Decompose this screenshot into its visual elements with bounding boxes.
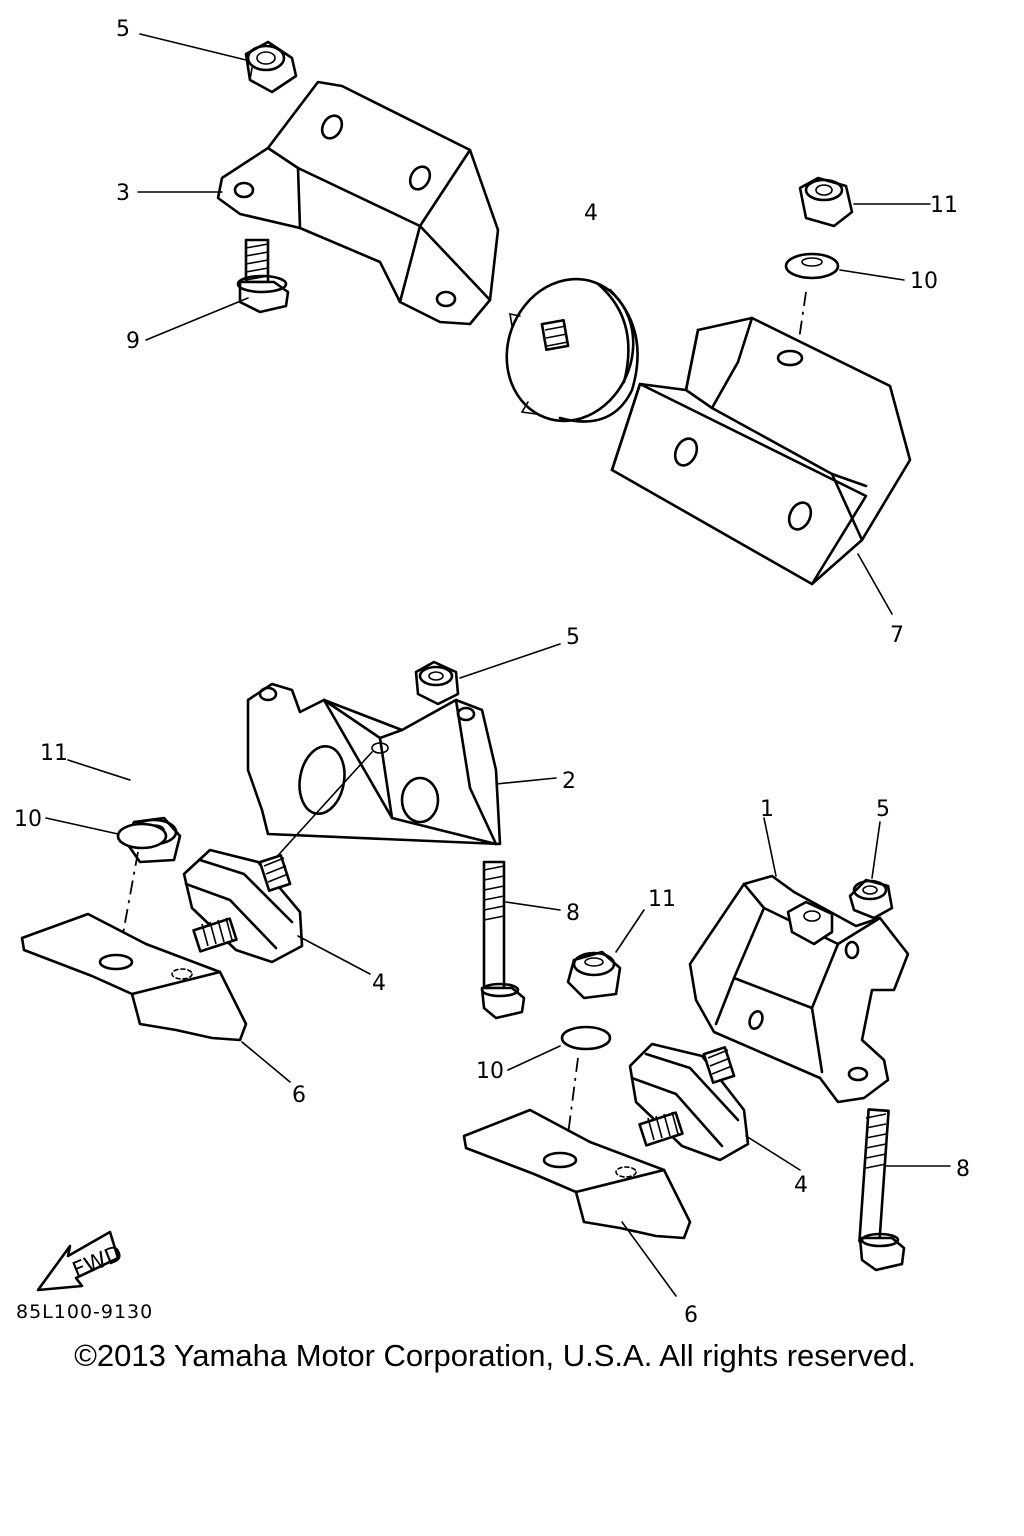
callout-5-right: 5 <box>876 797 890 822</box>
callout-8-mid: 8 <box>566 901 580 926</box>
callout-4-right: 4 <box>794 1173 808 1198</box>
part-10-washer-left <box>116 822 168 850</box>
callout-10-right: 10 <box>476 1059 504 1084</box>
part-2-centre-bracket <box>246 682 502 846</box>
part-1-right-bracket <box>688 874 910 1104</box>
copyright-notice: ©2013 Yamaha Motor Corporation, U.S.A. A… <box>74 1338 916 1373</box>
callout-1: 1 <box>760 797 774 822</box>
part-5-nut-top <box>244 40 298 94</box>
part-5-nut-right <box>848 878 894 920</box>
callout-5-top: 5 <box>116 17 130 42</box>
callout-8-right: 8 <box>956 1157 970 1182</box>
part-4-damper-right <box>628 1042 750 1162</box>
part-5-nut-mid <box>414 660 460 706</box>
callout-10-left: 10 <box>14 807 42 832</box>
callout-4-top: 4 <box>584 201 598 226</box>
fwd-arrow-icon: FWD <box>36 1230 126 1292</box>
part-7-channel-bracket <box>610 316 912 586</box>
callout-4-left: 4 <box>372 971 386 996</box>
part-4-damper-top <box>505 277 639 423</box>
callout-9: 9 <box>126 329 140 354</box>
callout-6-right: 6 <box>684 1303 698 1328</box>
callout-11-left: 11 <box>40 741 68 766</box>
callout-7: 7 <box>890 623 904 648</box>
callout-3: 3 <box>116 181 130 206</box>
callout-11-right: 11 <box>648 887 676 912</box>
part-3-upper-bracket <box>216 80 500 326</box>
part-9-bolt <box>236 238 290 314</box>
part-6-plate-left <box>20 912 248 1042</box>
part-11-nut-right <box>566 950 622 1000</box>
callout-11-top: 11 <box>930 193 958 218</box>
callout-10-top: 10 <box>910 269 938 294</box>
part-8-bolt-mid <box>480 860 526 1020</box>
callout-5-mid: 5 <box>566 625 580 650</box>
part-10-washer-right <box>560 1025 612 1051</box>
part-10-washer-top <box>784 252 840 280</box>
part-4-damper-left <box>182 848 304 964</box>
part-6-plate-right <box>462 1108 692 1240</box>
diagram-code: 85L100-9130 <box>16 1301 153 1323</box>
callout-6-left: 6 <box>292 1083 306 1108</box>
part-11-nut-top <box>798 176 854 228</box>
callout-2: 2 <box>562 769 576 794</box>
part-8-bolt-right <box>858 1108 906 1272</box>
